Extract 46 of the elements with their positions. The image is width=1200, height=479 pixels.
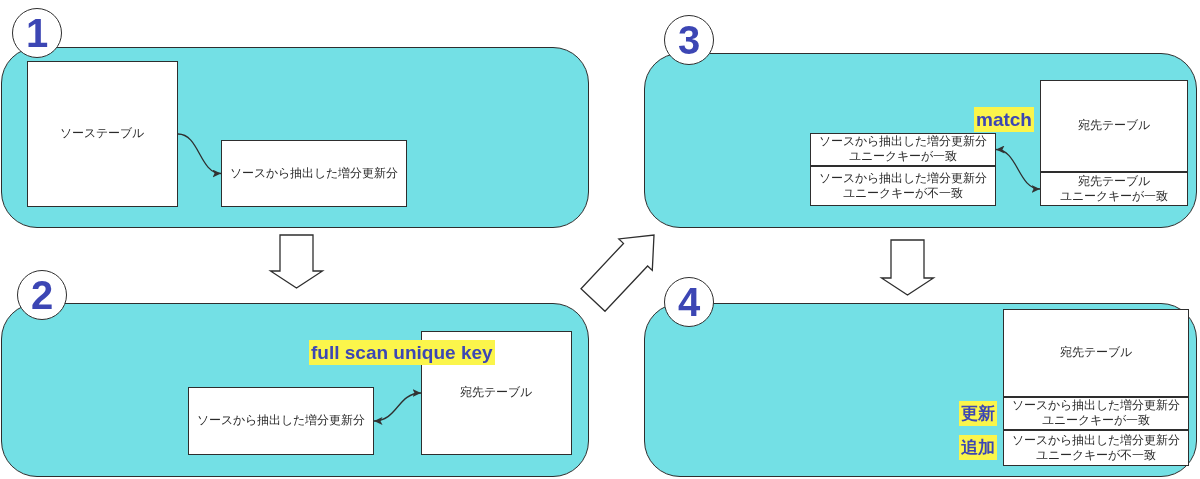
box-label: 宛先テーブル (1059, 345, 1132, 360)
step-number: 2 (30, 275, 54, 315)
box-label: 宛先テーブル (1077, 173, 1150, 189)
step-number: 3 (677, 20, 701, 60)
box-label: ユニークキーが一致 (848, 149, 957, 164)
table-box (26, 60, 178, 207)
table-box (1039, 79, 1188, 172)
highlight-label: 更新 (958, 400, 997, 426)
box-label: ユニークキーが一致 (1059, 188, 1168, 204)
box-label: 宛先テーブル (1077, 118, 1150, 133)
box-label: 宛先テーブル (460, 385, 532, 400)
table-box (1002, 396, 1189, 430)
step-circle (12, 8, 62, 58)
table-box (1002, 308, 1189, 397)
box-label: ソースから抽出した増分更新分 (1011, 398, 1180, 413)
step-panel (1, 47, 589, 228)
block-arrow (268, 234, 325, 289)
block-arrow (879, 239, 936, 296)
step-circle (664, 15, 714, 65)
table-box (809, 132, 996, 166)
box-label: ユニークキーが一致 (1041, 413, 1150, 428)
box-label: ソースから抽出した増分更新分 (818, 134, 987, 149)
table-box (1002, 429, 1189, 466)
box-label: ユニークキーが不一致 (842, 185, 963, 201)
step-number: 1 (25, 13, 49, 53)
box-label: ソーステーブル (60, 126, 144, 141)
block-arrow (580, 234, 655, 313)
box-label: ソースから抽出した増分更新分 (818, 170, 987, 186)
curved-arrow (995, 146, 1041, 192)
highlight-label: 追加 (958, 435, 997, 460)
curved-arrow (177, 133, 222, 177)
highlight-label: match (974, 107, 1034, 132)
box-label: ソースから抽出した増分更新分 (196, 413, 365, 428)
box-label: ソースから抽出した増分更新分 (1011, 432, 1180, 448)
table-box (220, 139, 407, 207)
table-box (809, 165, 996, 206)
step-circle (664, 277, 714, 327)
curved-arrow (373, 389, 422, 425)
table-box (187, 386, 374, 455)
table-box (1039, 171, 1188, 206)
highlight-label: full scan unique key (309, 340, 495, 365)
box-label: ユニークキーが不一致 (1035, 447, 1156, 463)
box-label: ソースから抽出した増分更新分 (229, 165, 398, 181)
step-circle (17, 270, 67, 320)
step-panel (644, 53, 1197, 228)
step-number: 4 (677, 282, 701, 322)
